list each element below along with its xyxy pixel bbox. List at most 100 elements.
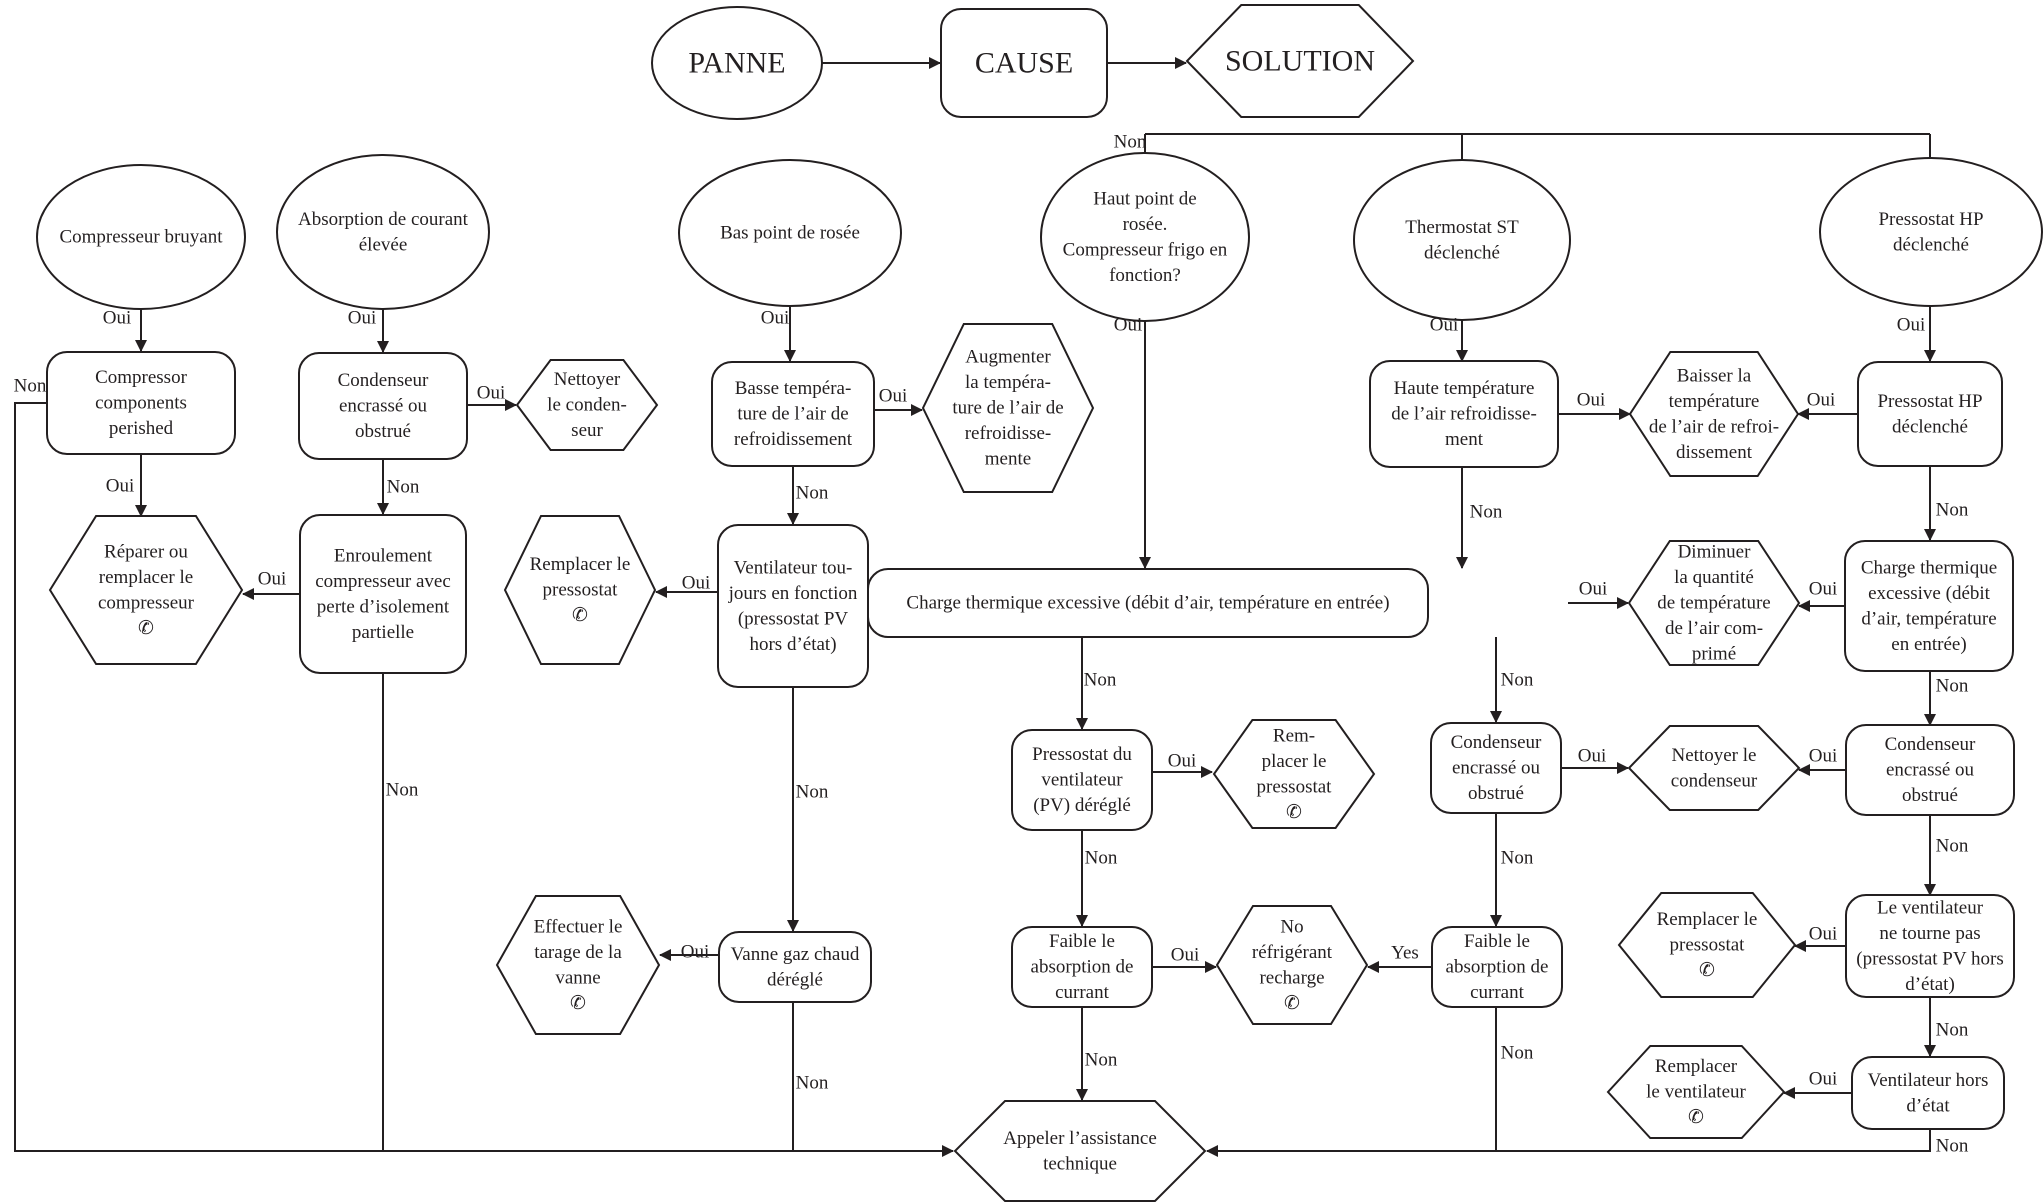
legend-cause-label: CAUSE <box>975 47 1073 80</box>
node-text-line: pressostat <box>1670 935 1746 956</box>
node-basse-temperature: Basse tempéra-ture de l’air derefroidiss… <box>711 361 875 467</box>
edge-label-non: Non <box>1501 1043 1534 1064</box>
edge-label-non: Non <box>14 376 47 397</box>
node-text-line: ture de l’air de <box>952 398 1063 419</box>
node-text-line: primé <box>1692 644 1736 665</box>
node-text-line: Augmenter <box>965 347 1051 368</box>
edge-label-oui: Oui <box>1807 390 1836 411</box>
node-text-line: Thermostat ST <box>1405 217 1519 238</box>
node-text-line: partielle <box>352 622 414 643</box>
node-text-line: Compresseur frigo en <box>1063 239 1228 260</box>
edge-label-oui: Oui <box>1168 751 1197 772</box>
node-text-line: Faible le <box>1049 931 1115 952</box>
node-text-line: Appeler l’assistance <box>1003 1128 1157 1149</box>
edge-label-oui: Oui <box>1579 579 1608 600</box>
node-text-line: Compressor <box>95 367 188 388</box>
node-text-line: Charge thermique excessive (débit d’air,… <box>906 593 1389 614</box>
phone-icon: ✆ <box>1286 802 1302 823</box>
edge-label-oui: Oui <box>1171 945 1200 966</box>
node-text-line: fonction? <box>1109 265 1181 286</box>
edge-label-oui: Oui <box>879 386 908 407</box>
node-text-line: remplacer le <box>99 567 193 588</box>
node-text-line: tarage de la <box>534 942 622 963</box>
node-text-line: absorption de <box>1446 957 1549 978</box>
edge-label-oui: Oui <box>1430 315 1459 336</box>
node-text-line: déclenché <box>1893 234 1969 255</box>
edge-label-oui: Oui <box>1577 390 1606 411</box>
node-text-line: placer le <box>1262 751 1327 772</box>
edge-label-oui: Oui <box>1114 315 1143 336</box>
node-compresseur-bruyant: Compresseur bruyant <box>36 164 246 310</box>
node-text-line: Bas point de rosée <box>720 223 860 244</box>
phone-icon: ✆ <box>1284 993 1300 1014</box>
node-text-line: Rem- <box>1273 725 1315 746</box>
node-text-line: de température <box>1657 593 1770 614</box>
edge-label-non: Non <box>1114 132 1147 153</box>
node-text-line: (pressostat PV hors <box>1856 948 2003 969</box>
node-text-line: Condenseur <box>338 370 429 391</box>
phone-icon: ✆ <box>570 993 586 1014</box>
node-text-line: ment <box>1445 429 1484 450</box>
node-text-line: Le ventilateur <box>1877 897 1984 918</box>
phone-icon: ✆ <box>1699 960 1715 981</box>
node-text-line: condenseur <box>1671 770 1758 791</box>
edge-label-oui: Oui <box>1578 746 1607 767</box>
node-text-line: Remplacer le <box>530 554 631 575</box>
edge-label-non: Non <box>1936 500 1969 521</box>
node-text-line: Condenseur <box>1885 734 1976 755</box>
node-text-line: currant <box>1055 982 1110 1003</box>
legend-panne: PANNE <box>651 6 823 120</box>
node-text-line: vanne <box>555 967 600 988</box>
edge-label-non: Non <box>1501 848 1534 869</box>
node-text-line: de l’air refroidisse- <box>1391 404 1537 425</box>
node-text-line: compresseur avec <box>315 571 451 592</box>
phone-icon: ✆ <box>572 605 588 626</box>
node-text-line: (pressostat PV <box>738 608 849 629</box>
node-text-line: currant <box>1470 982 1525 1003</box>
phone-icon: ✆ <box>1688 1107 1704 1128</box>
edge-label-non: Non <box>386 780 419 801</box>
node-text-line: Charge thermique <box>1861 557 1997 578</box>
node-text-line: d’air, température <box>1861 608 1996 629</box>
edge-label-non: Non <box>1085 1050 1118 1071</box>
node-text-line: Haute température <box>1394 378 1535 399</box>
node-text-line: réfrigérant <box>1252 942 1333 963</box>
node-text-line: déclenché <box>1424 242 1500 263</box>
node-text-line: Remplacer le <box>1657 909 1758 930</box>
node-text-line: de l’air de refroi- <box>1649 416 1779 437</box>
edge-label-non: Non <box>1085 848 1118 869</box>
node-text-line: la quantité <box>1674 567 1754 588</box>
edge-label-oui: Oui <box>1897 315 1926 336</box>
node-text-line: Ventilateur tou- <box>734 557 853 578</box>
node-text-line: obstrué <box>355 421 411 442</box>
legend-panne-label: PANNE <box>688 47 785 80</box>
node-text-line: perished <box>109 418 174 439</box>
node-text-line: élevée <box>359 234 408 255</box>
non-to-assistance <box>14 402 954 1157</box>
node-text-line: d’état) <box>1905 974 1955 995</box>
node-text-line: compresseur <box>98 592 195 613</box>
legend-solution: SOLUTION <box>1185 4 1415 118</box>
node-text-line: Pressostat HP <box>1878 209 1983 230</box>
edge-label-oui: Oui <box>348 308 377 329</box>
edge-label-non: Non <box>1084 670 1117 691</box>
non-to-assistance <box>1206 1129 1931 1157</box>
node-text-line: components <box>95 393 187 414</box>
edge-label-oui: Oui <box>258 569 287 590</box>
legend-solution-label: SOLUTION <box>1225 45 1375 78</box>
node-thermostat-st: Thermostat ST déclenché <box>1353 159 1571 321</box>
edge-label-non: Non <box>796 782 829 803</box>
edge-label-non: Non <box>1936 836 1969 857</box>
